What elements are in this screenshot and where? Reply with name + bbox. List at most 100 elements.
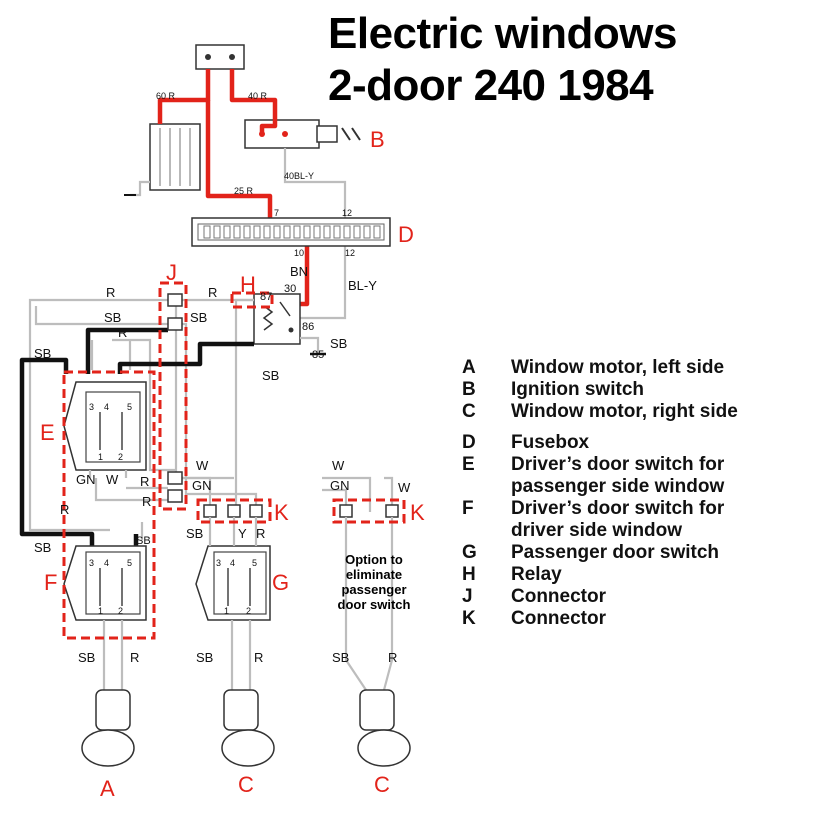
legend-key: E: [462, 453, 475, 475]
callouts: B D J H E K K F G A C C: [40, 127, 425, 801]
option-note: Option to eliminate passenger door switc…: [318, 552, 430, 612]
label-g3: 3: [216, 558, 221, 568]
label-f2: 2: [118, 606, 123, 616]
legend-key: G: [462, 541, 477, 563]
legend-text: Ignition switch: [511, 379, 644, 401]
legend-text-line-2: driver side window: [511, 519, 683, 541]
legend-text: Driver’s door switch for: [511, 497, 725, 519]
label-sb-e: SB: [136, 535, 151, 547]
legend-text: Window motor, right side: [511, 401, 738, 423]
power-wires: [157, 69, 310, 307]
label-f1: 1: [98, 606, 103, 616]
label-sb-f: SB: [34, 540, 51, 555]
legend-text-line-2: passenger side window: [511, 475, 725, 497]
label-sb-a: SB: [78, 650, 95, 665]
connector-j: [167, 293, 183, 503]
label-sb-left: SB: [34, 346, 51, 361]
label-y-g: Y: [238, 526, 247, 541]
label-85: 85: [312, 349, 324, 361]
motor-c: [221, 689, 275, 767]
label-sb-g: SB: [186, 526, 203, 541]
label-sb-relay: SB: [330, 336, 347, 351]
legend-key: C: [462, 401, 476, 423]
label-sb-c: SB: [196, 650, 213, 665]
callout-b: B: [370, 127, 385, 152]
callout-g: G: [272, 570, 289, 595]
relay: [253, 293, 301, 345]
callout-j: J: [166, 260, 177, 285]
label-gn-e: GN: [76, 472, 96, 487]
label-w-opt: W: [332, 458, 345, 473]
label-sb-opt: SB: [332, 650, 349, 665]
ground-wires: [19, 327, 254, 546]
legend-key: J: [462, 586, 473, 608]
label-e3: 3: [89, 402, 94, 412]
switch-f: [63, 545, 147, 621]
callout-k2: K: [410, 500, 425, 525]
label-g2: 2: [246, 606, 251, 616]
label-10: 10: [294, 248, 304, 258]
label-87: 87: [260, 291, 272, 303]
starter-terminal-block: [195, 44, 245, 70]
label-gn-k: GN: [192, 478, 212, 493]
label-r-c: R: [254, 650, 263, 665]
label-r-top2: R: [208, 285, 217, 300]
callout-c2: C: [374, 772, 390, 797]
legend-key: H: [462, 563, 476, 585]
label-w-opt2: W: [398, 480, 411, 495]
switch-e: [63, 381, 147, 478]
callout-h: H: [240, 272, 256, 297]
callout-a: A: [100, 776, 115, 801]
option-note-line-1: Option to: [345, 552, 403, 567]
label-sb-top: SB: [104, 310, 121, 325]
label-f5: 5: [127, 558, 132, 568]
callout-c: C: [238, 772, 254, 797]
label-r-a: R: [130, 650, 139, 665]
label-w-e: W: [106, 472, 119, 487]
callout-d: D: [398, 222, 414, 247]
label-e2: 2: [118, 452, 123, 462]
label-f3: 3: [89, 558, 94, 568]
ignition-switch: [244, 119, 361, 149]
battery: [124, 123, 201, 197]
label-e1: 1: [98, 452, 103, 462]
label-gn-opt: GN: [330, 478, 350, 493]
option-note-line-4: door switch: [337, 597, 411, 612]
connector-k: [203, 504, 263, 518]
label-12b: 12: [345, 248, 355, 258]
label-r-e: R: [140, 474, 149, 489]
legend-key: B: [462, 379, 476, 401]
legend-key: A: [462, 357, 476, 378]
legend-text: Window motor, left side: [511, 357, 725, 378]
label-86: 86: [302, 321, 314, 333]
label-w-k: W: [196, 458, 209, 473]
title-line-1: Electric windows: [328, 9, 677, 58]
legend-text: Fusebox: [511, 431, 590, 453]
callout-k: K: [274, 500, 289, 525]
label-bly: BL-Y: [348, 278, 377, 293]
option-note-line-3: passenger: [341, 582, 407, 597]
motor-c-option: [357, 689, 411, 767]
label-r-e2: R: [60, 502, 69, 517]
legend-text: Connector: [511, 586, 606, 608]
legend-key: D: [462, 431, 476, 453]
legend-text: Driver’s door switch for: [511, 453, 725, 475]
label-30: 30: [284, 283, 296, 295]
callout-e: E: [40, 420, 55, 445]
label-bn: BN: [290, 264, 308, 279]
motor-a: [81, 689, 135, 767]
label-e4: 4: [104, 402, 109, 412]
motor-leads: [102, 517, 394, 691]
title-line-2: 2-door 240 1984: [328, 61, 654, 110]
connector-k-option: [339, 504, 399, 518]
label-e5: 5: [127, 402, 132, 412]
label-g4: 4: [230, 558, 235, 568]
legend-key: F: [462, 497, 474, 519]
legend-text: Relay: [511, 563, 562, 585]
label-25r: 25 R: [234, 186, 254, 196]
label-40bly: 40BL-Y: [284, 171, 314, 181]
highlight-boxes: [62, 281, 406, 640]
legend-key: K: [462, 608, 476, 630]
label-7: 7: [274, 208, 279, 218]
